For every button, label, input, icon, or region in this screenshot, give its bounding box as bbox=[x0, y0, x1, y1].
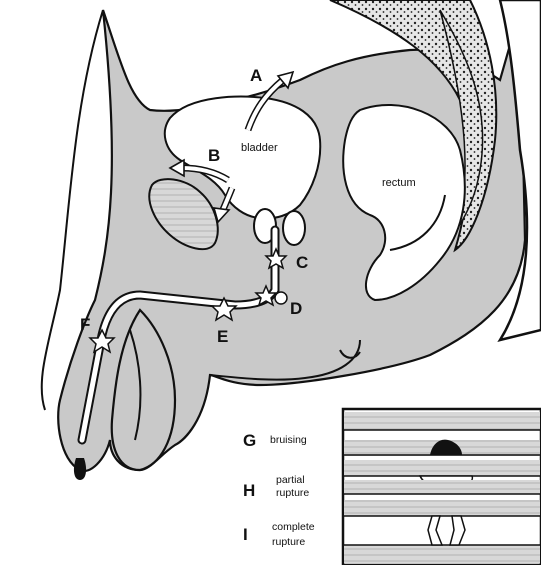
inset-strip-i-bottom bbox=[344, 545, 540, 563]
legend-i-text-2: rupture bbox=[272, 536, 305, 548]
legend-h-letter: H bbox=[243, 481, 255, 500]
meatus bbox=[74, 458, 86, 480]
legend-g-text: bruising bbox=[270, 434, 307, 446]
bladder-label: bladder bbox=[241, 142, 278, 154]
prostate-lobe-right bbox=[283, 211, 305, 245]
label-a: A bbox=[250, 66, 262, 85]
legend-h-text-1: partial bbox=[276, 474, 305, 486]
inset-strip-i-top bbox=[344, 500, 540, 516]
legend-g-letter: G bbox=[243, 431, 256, 450]
label-d: D bbox=[290, 299, 302, 318]
legend-h-text-2: rupture bbox=[276, 487, 309, 499]
inset-strip-h-top bbox=[344, 460, 540, 476]
inset-panel bbox=[343, 409, 541, 565]
label-c: C bbox=[296, 253, 308, 272]
legend-i-text-1: complete bbox=[272, 521, 315, 533]
star-d-ring bbox=[275, 292, 287, 304]
inset-strip-h-bottom bbox=[344, 480, 540, 494]
inset-strip-g-top bbox=[344, 412, 540, 430]
rectum-label: rectum bbox=[382, 177, 416, 189]
label-b: B bbox=[208, 146, 220, 165]
label-f: F bbox=[80, 315, 90, 334]
label-e: E bbox=[217, 327, 228, 346]
legend-i-letter: I bbox=[243, 525, 248, 544]
